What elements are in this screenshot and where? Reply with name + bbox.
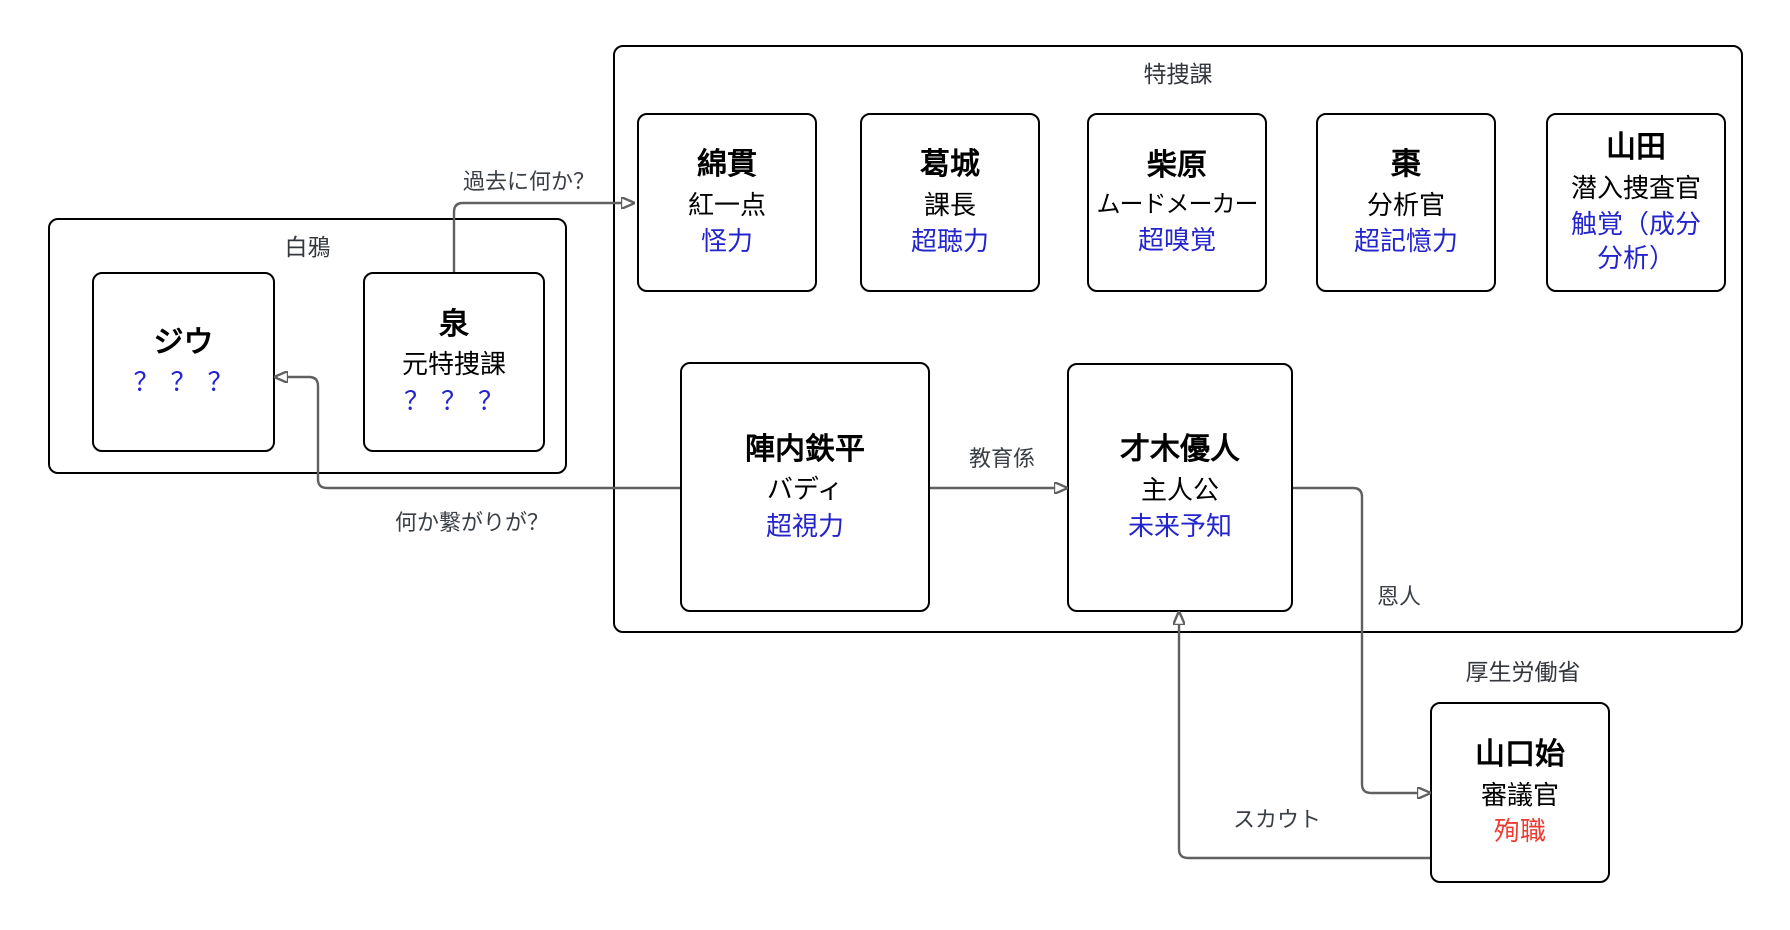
- edge-label-kyouiku: 教育係: [968, 446, 1036, 471]
- char-katsuragi: 葛城 課長 超聴力: [860, 113, 1040, 292]
- char-natsume-name: 棗: [1391, 148, 1421, 182]
- group-tokusouka-label: 特捜課: [1143, 61, 1213, 87]
- char-watanuki-role: 紅一点: [687, 189, 766, 220]
- char-yamaguchi-name: 山口始: [1475, 738, 1565, 772]
- char-natsume-role: 分析官: [1366, 189, 1445, 220]
- edge-label-scout: スカウト: [1232, 807, 1322, 832]
- char-jiu: ジウ ？？？: [92, 272, 275, 452]
- char-jinnai-ability: 超視力: [765, 510, 844, 541]
- char-shibahara: 柴原 ムードメーカー 超嗅覚: [1087, 113, 1267, 292]
- char-katsuragi-role: 課長: [923, 189, 976, 220]
- char-watanuki-ability: 怪力: [700, 226, 753, 257]
- char-jinnai-role: バディ: [766, 474, 844, 505]
- edge-label-nanika: 何か繋がりが？: [394, 510, 550, 535]
- char-yamada-ability: 触覚（成分分析）: [1570, 209, 1701, 273]
- char-watanuki: 綿貫 紅一点 怪力: [637, 113, 817, 292]
- char-natsume-ability: 超記憶力: [1353, 226, 1458, 257]
- char-jinnai-name: 陣内鉄平: [745, 432, 865, 466]
- char-jiu-name: ジウ: [153, 325, 214, 359]
- char-saiki: 才木優人 主人公 未来予知: [1067, 363, 1293, 612]
- char-izumi-name: 泉: [439, 307, 469, 341]
- char-saiki-role: 主人公: [1140, 474, 1219, 505]
- char-izumi: 泉 元特捜課 ？？？: [363, 272, 545, 452]
- group-kouseiroudoushou-label: 厚生労働省: [1465, 659, 1581, 685]
- char-katsuragi-ability: 超聴力: [910, 226, 989, 257]
- char-yamada-role: 潜入捜査官: [1570, 172, 1701, 203]
- char-yamada-name: 山田: [1606, 131, 1666, 165]
- char-izumi-ability: ？？？: [403, 385, 515, 416]
- char-yamaguchi: 山口始 審議官 殉職: [1430, 702, 1610, 883]
- char-katsuragi-name: 葛城: [920, 148, 980, 182]
- char-yamada: 山田 潜入捜査官 触覚（成分分析）: [1546, 113, 1726, 292]
- char-yamaguchi-role: 審議官: [1480, 779, 1559, 810]
- edge-label-onjin: 恩人: [1376, 584, 1422, 609]
- char-jinnai: 陣内鉄平 バディ 超視力: [680, 362, 930, 612]
- char-yamaguchi-status: 殉職: [1493, 816, 1546, 847]
- char-shibahara-ability: 超嗅覚: [1137, 224, 1216, 255]
- edge-label-kako: 過去に何か？: [462, 169, 596, 194]
- char-izumi-role: 元特捜課: [401, 349, 506, 380]
- char-shibahara-role: ムードメーカー: [1096, 190, 1259, 218]
- char-saiki-name: 才木優人: [1120, 433, 1240, 467]
- char-watanuki-name: 綿貫: [697, 148, 757, 182]
- group-hakua-label: 白鴉: [284, 234, 331, 260]
- char-shibahara-name: 柴原: [1147, 149, 1207, 183]
- char-saiki-ability: 未来予知: [1127, 511, 1232, 542]
- char-natsume: 棗 分析官 超記憶力: [1316, 113, 1496, 292]
- char-jiu-ability: ？？？: [133, 367, 245, 398]
